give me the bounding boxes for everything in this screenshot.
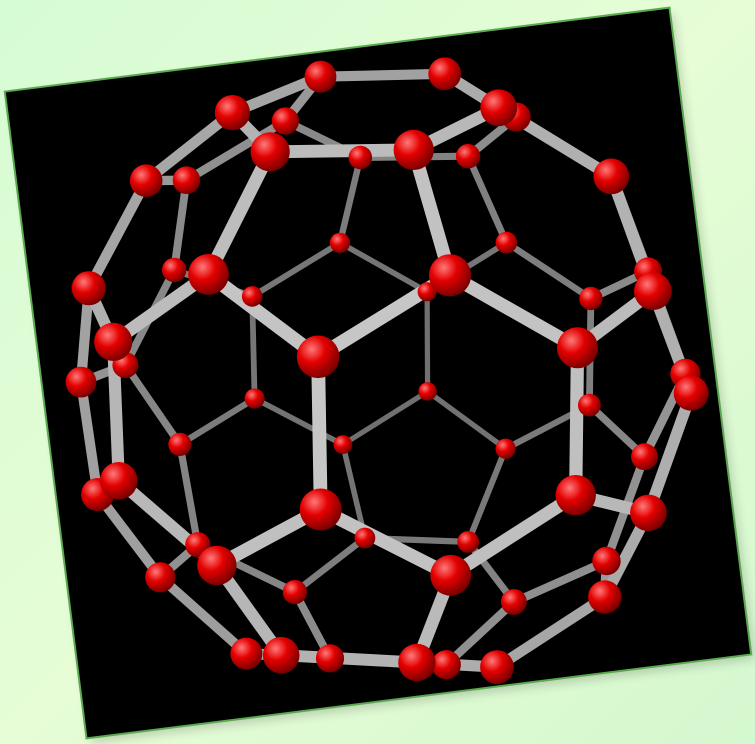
bond <box>176 440 202 549</box>
atom <box>71 271 106 306</box>
atom <box>162 257 187 283</box>
atom <box>214 95 250 131</box>
atom <box>579 286 603 311</box>
atom <box>262 636 300 674</box>
atom <box>428 57 462 91</box>
atom <box>557 327 598 369</box>
atom <box>315 644 345 673</box>
bond <box>83 175 152 294</box>
atom <box>555 475 596 516</box>
bond <box>503 239 595 302</box>
atom <box>348 145 373 170</box>
bond <box>311 349 328 517</box>
bond <box>263 143 421 159</box>
bond <box>340 388 431 448</box>
bond <box>121 361 184 449</box>
bond <box>182 116 290 185</box>
bond <box>337 240 430 295</box>
atom <box>501 589 527 615</box>
bond <box>201 267 325 364</box>
atom-layer <box>65 57 709 684</box>
atom <box>329 232 351 253</box>
atom <box>630 494 667 532</box>
bond <box>251 395 346 448</box>
atom <box>230 637 263 670</box>
atom <box>417 282 437 302</box>
atom <box>65 366 97 398</box>
atom <box>495 231 518 254</box>
bond <box>465 445 509 545</box>
bond <box>314 502 458 582</box>
bond <box>569 341 585 502</box>
bond <box>176 395 258 448</box>
atom <box>282 580 307 605</box>
atom <box>94 322 133 361</box>
bond <box>249 239 343 300</box>
atom <box>145 562 176 593</box>
atom <box>430 554 472 596</box>
atom <box>631 443 658 471</box>
bond <box>491 591 611 673</box>
atom <box>296 335 340 379</box>
atom <box>673 375 709 411</box>
atom <box>244 388 265 409</box>
bond <box>509 556 611 607</box>
bond <box>442 597 519 669</box>
atom <box>418 382 437 401</box>
atom <box>271 107 299 135</box>
bond <box>444 488 583 582</box>
bond <box>642 387 697 519</box>
atom <box>100 462 138 500</box>
bond <box>443 268 585 355</box>
atom <box>398 643 436 682</box>
atom <box>354 527 376 549</box>
atom <box>299 488 342 531</box>
bond <box>424 388 509 452</box>
bond <box>407 143 457 282</box>
bond <box>140 107 238 187</box>
atom <box>333 435 353 454</box>
atom <box>634 272 672 311</box>
atom <box>588 580 622 614</box>
bond <box>464 152 510 247</box>
atom <box>592 546 621 576</box>
atom <box>304 60 337 93</box>
atom <box>168 432 192 456</box>
bond <box>291 534 369 596</box>
atom <box>129 164 163 197</box>
atom <box>455 144 481 169</box>
atom <box>495 438 516 459</box>
atom <box>393 129 434 170</box>
bond <box>275 649 423 669</box>
atom <box>578 393 601 417</box>
atom <box>431 650 461 680</box>
atom <box>250 132 290 172</box>
atom <box>593 158 630 195</box>
atom <box>480 89 518 127</box>
bond <box>92 489 166 583</box>
bond <box>340 441 368 541</box>
bond <box>170 176 191 274</box>
bond <box>202 145 277 281</box>
atom <box>172 166 201 194</box>
bond <box>315 68 450 82</box>
bond <box>424 289 431 395</box>
atom <box>480 650 514 684</box>
atom <box>188 254 229 295</box>
atom <box>428 254 472 297</box>
bond <box>336 154 364 247</box>
atom <box>457 531 480 553</box>
atom <box>197 545 237 586</box>
bond <box>76 377 103 500</box>
bond <box>155 572 252 659</box>
atom <box>241 286 263 307</box>
